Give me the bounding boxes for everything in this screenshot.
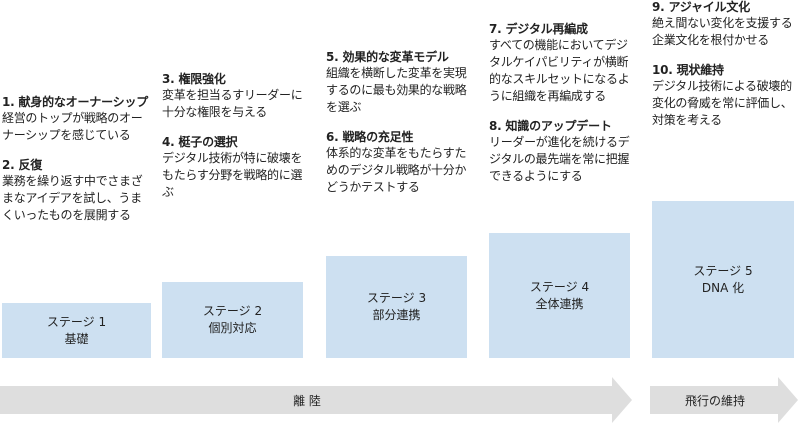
takeoff-arrow-shape [0,377,632,423]
stage-2-box: ステージ 2 個別対応 [162,282,303,358]
stage-label: DNA 化 [701,280,745,295]
stage-label: 基礎 [64,331,89,346]
item-title: 6. 戦略の充足性 [326,130,414,144]
column-2: 3. 権限強化 変革を担当るすリーダーに十分な権限を与える 4. 梃子の選択 デ… [162,72,312,215]
item-title: 8. 知識のアップデート [489,119,612,133]
takeoff-label: 離 陸 [293,393,321,408]
column-4: 7. デジタル再編成 すべての機能においてデジタルケイパビリティが横断的なスキル… [489,22,639,199]
stage-1-box: ステージ 1 基礎 [2,303,151,358]
item-description: すべての機能においてデジタルケイパビリティが横断的なスキルセットになるように組織… [489,38,630,103]
item-description: リーダーが進化を続けるデジタルの最先端を常に把握できるようにする [489,135,630,183]
item-1: 1. 献身的なオーナーシップ 経営のトップが戦略のオーナーシップを感じている [2,95,152,144]
item-description: 経営のトップが戦略のオーナーシップを感じている [2,111,143,142]
item-title: 7. デジタル再編成 [489,22,588,36]
item-description: 体系的な変革をもたらすためのデジタル戦略が十分かどうかテストする [326,146,467,194]
item-3: 3. 権限強化 変革を担当るすリーダーに十分な権限を与える [162,72,312,121]
item-title: 2. 反復 [2,158,43,172]
stage-3-box: ステージ 3 部分連携 [326,256,467,358]
item-description: デジタル技術が特に破壊をもたらす分野を戦略的に選ぶ [162,151,303,199]
maintain-arrow: 飛行の維持 [650,377,798,423]
item-title: 9. アジャイル文化 [652,0,751,14]
item-2: 2. 反復 業務を繰り返す中でさまざまなアイデアを試し、うまくいったものを展開す… [2,158,152,224]
column-3: 5. 効果的な変革モデル 組織を横断した変革を実現するのに最も効果的な戦略を選ぶ… [326,50,476,210]
maintain-arrow-shape [650,377,798,423]
stage-5-box: ステージ 5 DNA 化 [652,201,794,358]
item-description: 組織を横断した変革を実現するのに最も効果的な戦略を選ぶ [326,66,467,114]
stage-label: 部分連携 [372,308,421,322]
item-title: 4. 梃子の選択 [162,135,238,149]
stage-name: ステージ 1 [46,314,107,329]
item-description: デジタル技術による破壊的変化の脅威を常に評価し、対策を考える [652,79,793,127]
item-4: 4. 梃子の選択 デジタル技術が特に破壊をもたらす分野を戦略的に選ぶ [162,135,312,201]
item-title: 3. 権限強化 [162,72,226,86]
item-title: 10. 現状維持 [652,63,724,77]
takeoff-arrow: 離 陸 [0,377,632,423]
item-7: 7. デジタル再編成 すべての機能においてデジタルケイパビリティが横断的なスキル… [489,22,639,105]
stage-label: 全体連携 [535,296,584,311]
stage-name: ステージ 3 [366,291,427,305]
stage-name: ステージ 5 [693,263,753,278]
item-9: 9. アジャイル文化 絶え間ない変化を支援する企業文化を根付かせる [652,0,800,49]
column-5: 9. アジャイル文化 絶え間ない変化を支援する企業文化を根付かせる 10. 現状… [652,0,800,143]
stage-name: ステージ 2 [202,304,263,318]
item-6: 6. 戦略の充足性 体系的な変革をもたらすためのデジタル戦略が十分かどうかテスト… [326,130,476,196]
item-10: 10. 現状維持 デジタル技術による破壊的変化の脅威を常に評価し、対策を考える [652,63,800,129]
item-5: 5. 効果的な変革モデル 組織を横断した変革を実現するのに最も効果的な戦略を選ぶ [326,50,476,116]
maintain-label: 飛行の維持 [684,393,745,408]
item-title: 1. 献身的なオーナーシップ [2,95,149,109]
item-description: 絶え間ない変化を支援する企業文化を根付かせる [652,16,793,47]
stage-label: 個別対応 [208,321,257,335]
item-description: 業務を繰り返す中でさまざまなアイデアを試し、うまくいったものを展開する [2,174,143,222]
column-1: 1. 献身的なオーナーシップ 経営のトップが戦略のオーナーシップを感じている 2… [2,95,152,238]
item-8: 8. 知識のアップデート リーダーが進化を続けるデジタルの最先端を常に把握できる… [489,119,639,185]
item-description: 変革を担当るすリーダーに十分な権限を与える [162,88,303,119]
stage-4-box: ステージ 4 全体連携 [489,233,630,358]
item-title: 5. 効果的な変革モデル [326,50,449,64]
stage-name: ステージ 4 [529,279,590,294]
